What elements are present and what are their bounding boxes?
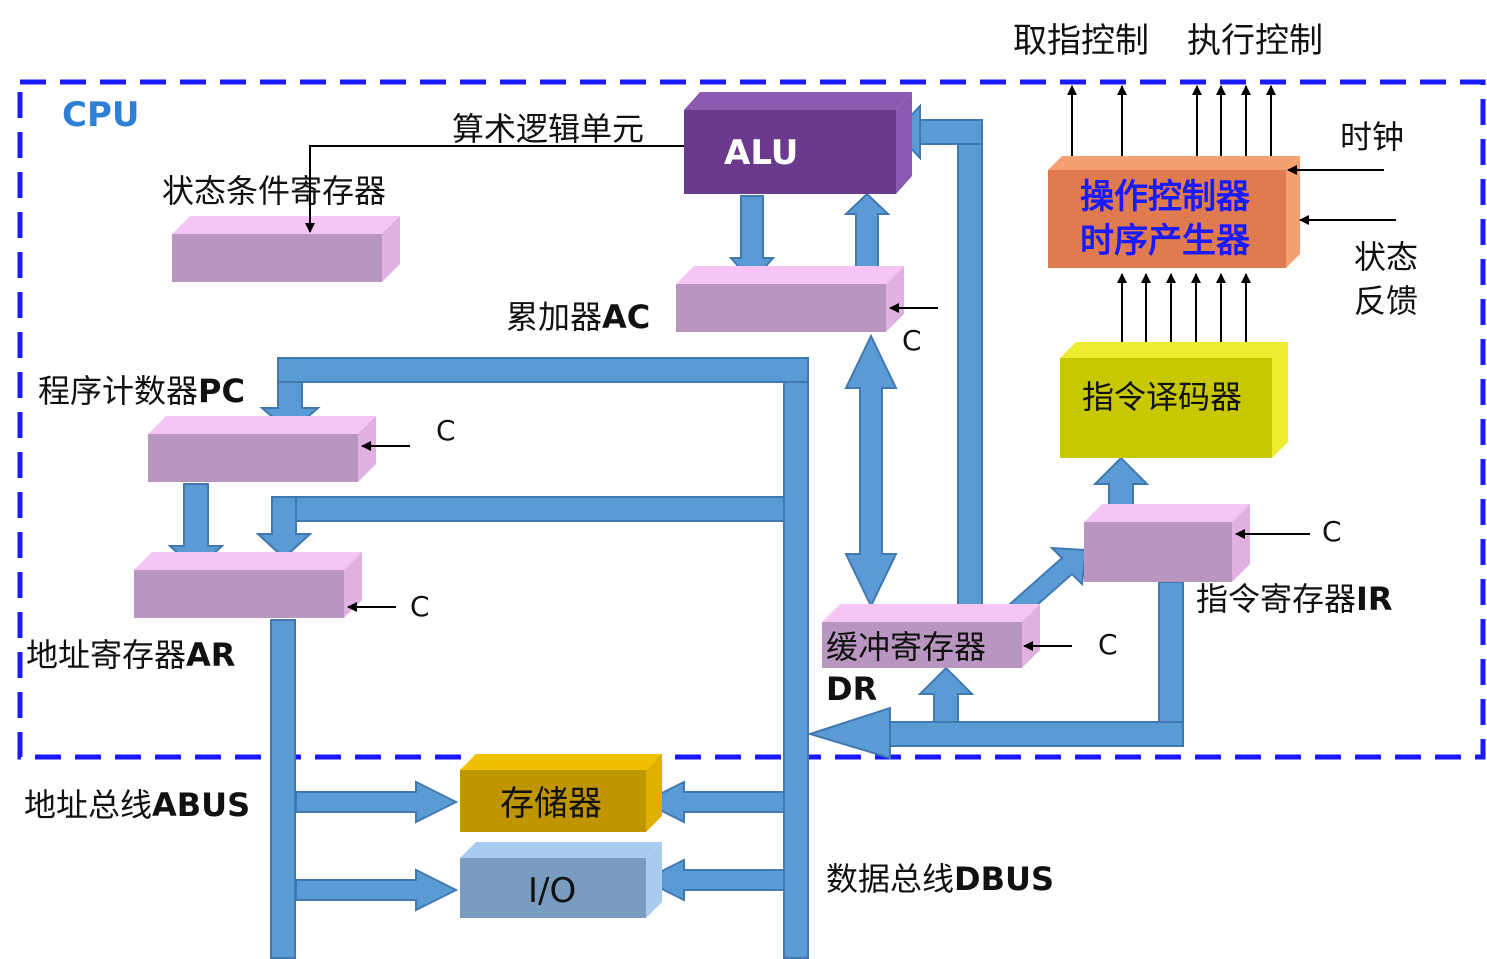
dr-to-alu-horizontal — [919, 119, 983, 145]
dr-to-alu-vertical — [957, 143, 983, 607]
pc-label: 程序计数器PC — [38, 372, 245, 410]
internal-buses — [270, 119, 1184, 959]
ac-register — [676, 266, 904, 332]
arrow-bus-to-dr — [917, 666, 975, 723]
ir-c-label: C — [1322, 515, 1342, 548]
ar-bus-horizontal — [271, 496, 785, 522]
arrow-dbus-to-memory — [641, 780, 785, 824]
io-block — [460, 842, 662, 918]
alu-to-status-line — [305, 145, 684, 233]
status-feedback-line1: 状态 — [1354, 238, 1418, 276]
status-register — [172, 216, 400, 282]
io-label: I/O — [528, 871, 576, 911]
cpu-title: CPU — [62, 95, 139, 135]
dr-label-cn: 缓冲寄存器 — [826, 628, 986, 666]
fetch-control-label: 取指控制 — [1013, 21, 1149, 61]
arrow-abus-to-io — [295, 868, 459, 912]
status-feedback-line2: 反馈 — [1354, 282, 1418, 320]
control-label-line2: 时序产生器 — [1080, 221, 1251, 261]
arrow-dbus-to-io — [641, 858, 785, 902]
status-register-label: 状态条件寄存器 — [162, 172, 386, 210]
dr-register — [822, 604, 1040, 668]
arrow-into-data-bus — [806, 706, 891, 760]
dr-c-label: C — [1098, 628, 1118, 661]
decoder-to-control-arrows — [1117, 273, 1251, 342]
cpu-boundary — [17, 79, 1486, 760]
ar-c-label: C — [410, 590, 430, 623]
alu-caption: 算术逻辑单元 — [452, 110, 644, 148]
decoder-label: 指令译码器 — [1082, 378, 1242, 416]
pc-register — [148, 416, 376, 482]
block-arrows — [167, 103, 1150, 912]
alu-block — [684, 92, 912, 194]
ir-to-dr-bus — [889, 721, 1184, 747]
control-label-line1: 操作控制器 — [1080, 177, 1251, 217]
pc-c-label: C — [436, 414, 456, 447]
abus-label: 地址总线ABUS — [24, 786, 250, 824]
control-output-arrows — [1067, 85, 1276, 156]
dr-label-en: DR — [826, 670, 877, 708]
decoder-block — [1060, 342, 1288, 458]
ac-label: 累加器AC — [506, 298, 650, 336]
dbus-label: 数据总线DBUS — [826, 860, 1054, 898]
arrow-bus-to-ar — [255, 496, 313, 560]
pc-bus-horizontal — [277, 357, 809, 383]
ar-register — [134, 552, 362, 618]
clock-label: 时钟 — [1340, 118, 1404, 156]
ar-label: 地址寄存器AR — [26, 636, 235, 674]
address-bus-vertical — [270, 619, 296, 959]
ir-register — [1084, 504, 1250, 582]
arrow-ac-dr — [844, 333, 898, 609]
ir-label: 指令寄存器IR — [1196, 580, 1393, 618]
control-unit-block — [1048, 156, 1300, 268]
alu-title: ALU — [724, 133, 798, 173]
data-bus-vertical — [783, 357, 809, 959]
arrow-abus-to-memory — [295, 780, 459, 824]
arrow-ac-to-alu — [843, 192, 891, 271]
memory-label: 存储器 — [500, 784, 602, 824]
memory-block — [460, 754, 662, 832]
exec-control-label: 执行控制 — [1187, 21, 1323, 61]
ac-c-label: C — [902, 324, 922, 357]
